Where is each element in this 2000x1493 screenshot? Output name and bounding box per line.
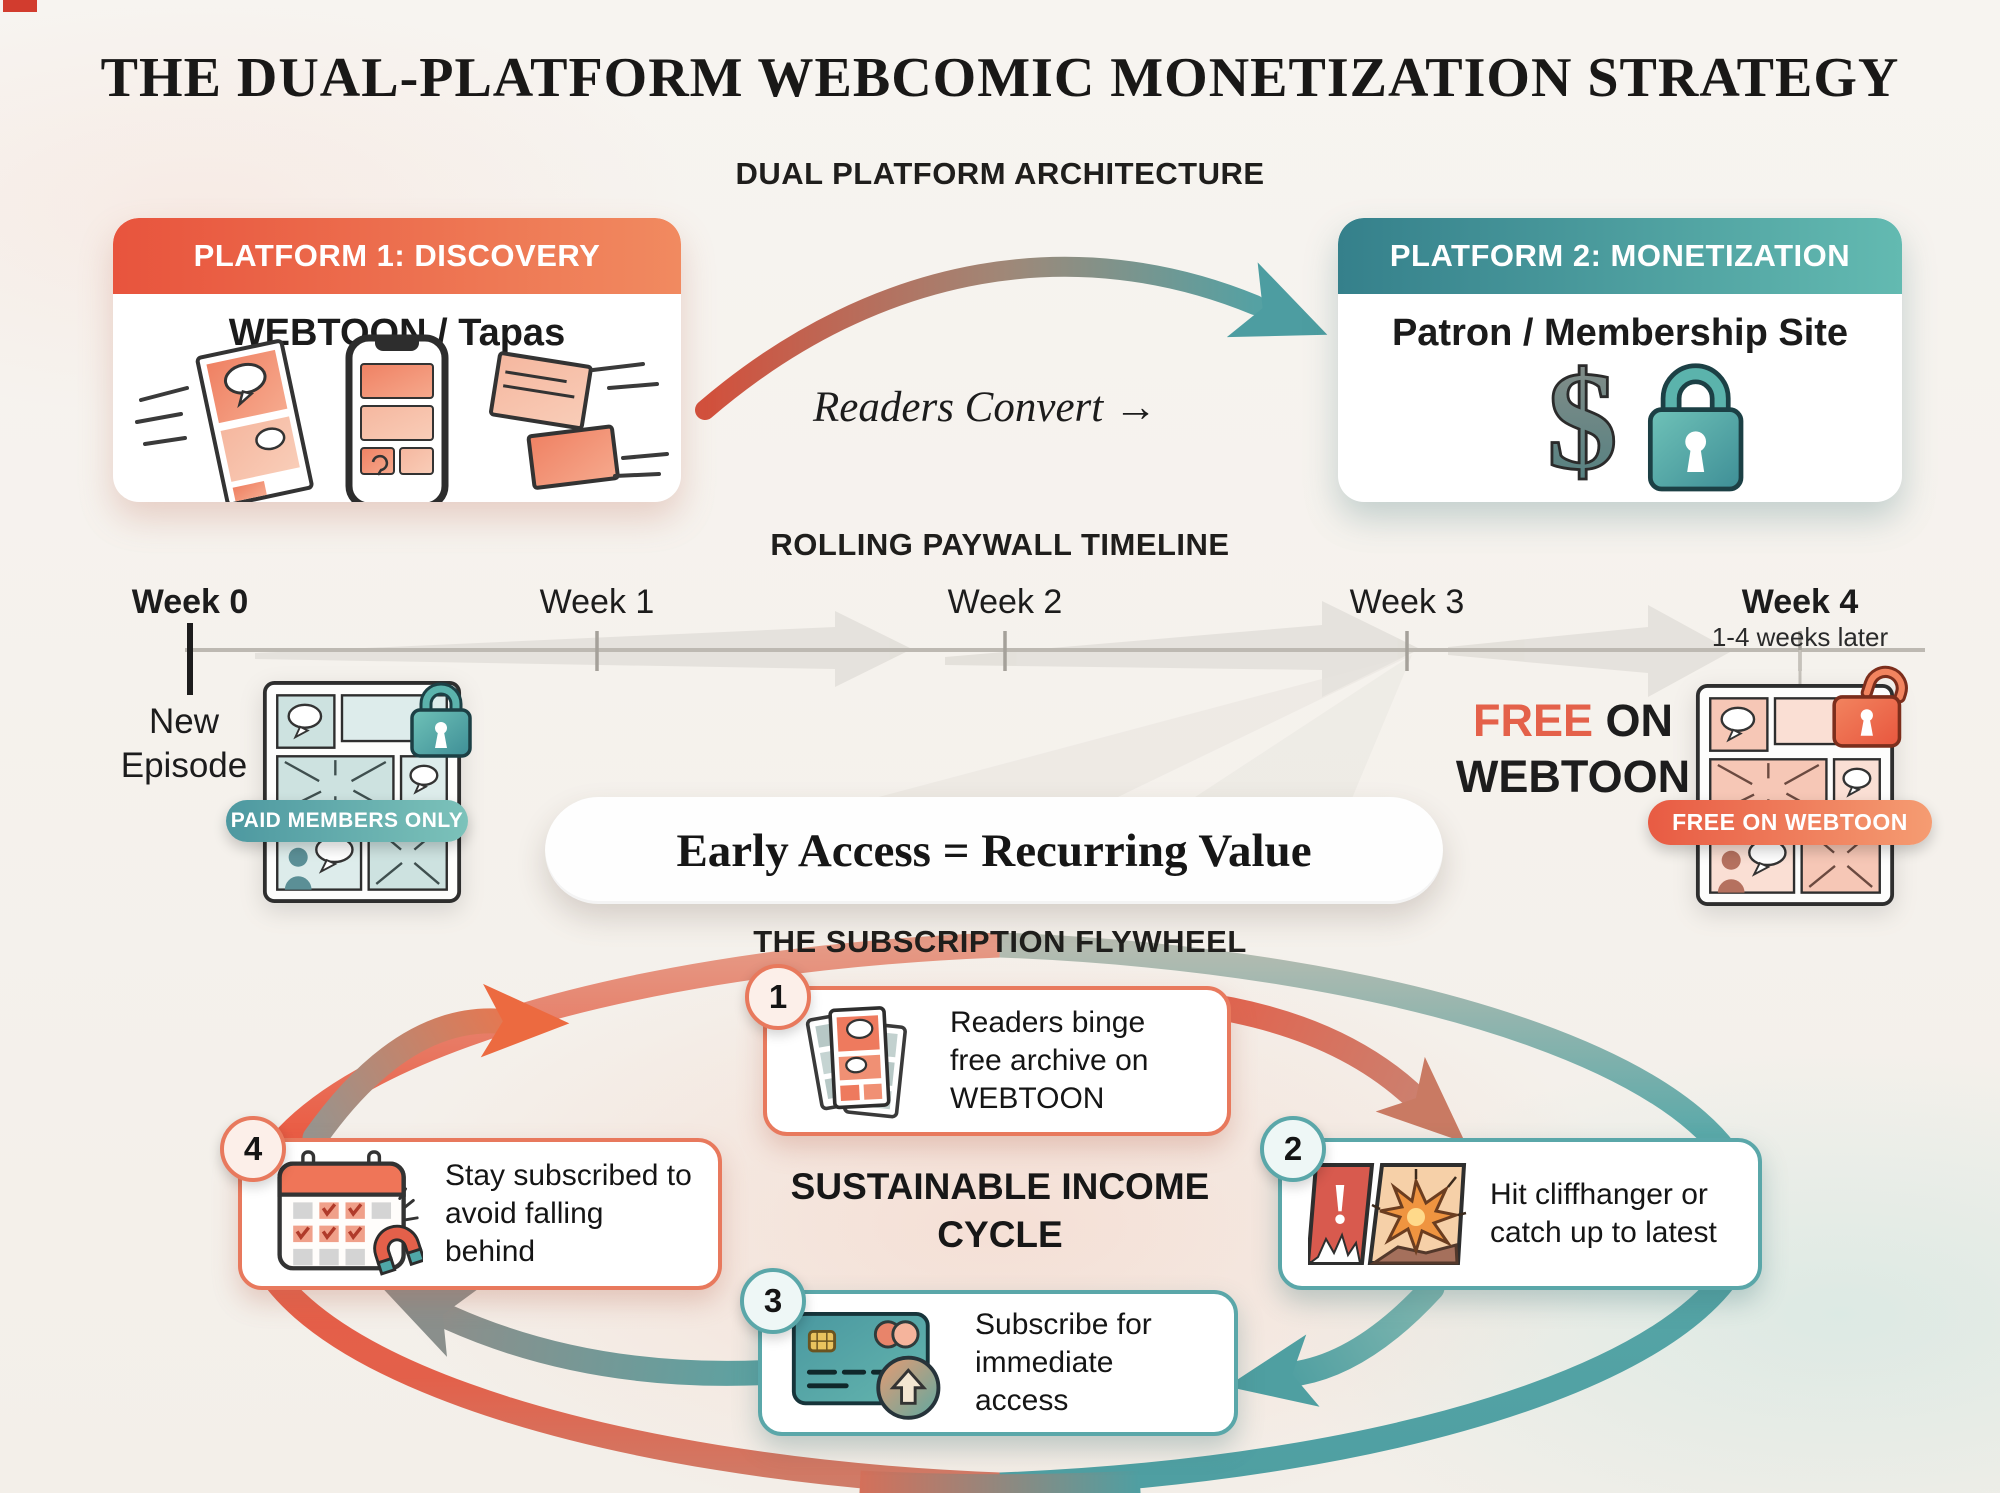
open-lock-icon bbox=[1832, 665, 1908, 748]
speed-lines-icon bbox=[135, 386, 189, 446]
cliffhanger-panels-icon: ! bbox=[1308, 1163, 1467, 1265]
free-rest-text: ON bbox=[1593, 695, 1674, 746]
free-on-webtoon-caption: FREE ON WEBTOON bbox=[1448, 693, 1698, 806]
flywheel-heading: THE SUBSCRIPTION FLYWHEEL bbox=[753, 924, 1247, 959]
timeline-heading: ROLLING PAYWALL TIMELINE bbox=[770, 527, 1230, 562]
convert-label: Readers Convert → bbox=[813, 384, 1157, 431]
closed-lock-icon bbox=[410, 682, 472, 758]
step-4-number-badge: 4 bbox=[220, 1116, 286, 1182]
flywheel-step-1-card: 1 Readers binge free archive on WEBTOON bbox=[745, 964, 1231, 1136]
flywheel-step-4-card: 4 bbox=[220, 1116, 722, 1290]
week2-label: Week 2 bbox=[947, 583, 1063, 621]
timeline-axis bbox=[185, 601, 1925, 827]
phone-icon bbox=[345, 334, 449, 502]
week3-label: Week 3 bbox=[1349, 583, 1465, 621]
dollar-icon: $ bbox=[1547, 342, 1618, 499]
step-2-number-badge: 2 bbox=[1260, 1116, 1326, 1182]
step-3-text: Subscribe for immediate access bbox=[975, 1307, 1152, 1418]
timeline-fan-icon bbox=[830, 655, 1412, 827]
new-episode-label: New Episode bbox=[120, 702, 248, 785]
paid-members-badge: PAID MEMBERS ONLY bbox=[226, 800, 468, 842]
platform2-card: PLATFORM 2: MONETIZATION Patron / Member… bbox=[1338, 218, 1902, 502]
arrow-step3-to-step4-icon bbox=[382, 1287, 805, 1386]
platform2-subtitle: Patron / Membership Site bbox=[1391, 312, 1849, 354]
webtoon-comics-illustration-icon bbox=[135, 334, 669, 502]
flywheel-step-2-card: 2 ! Hit cliffhanger or catch up to lates… bbox=[1260, 1116, 1762, 1290]
corner-artifact bbox=[3, 0, 37, 12]
page-title: THE DUAL-PLATFORM WEBCOMIC MONETIZATION … bbox=[100, 47, 1900, 109]
tilted-comic-page-icon bbox=[195, 339, 314, 502]
architecture-heading: DUAL PLATFORM ARCHITECTURE bbox=[735, 156, 1265, 191]
week4-sublabel: 1-4 weeks later bbox=[1711, 622, 1889, 652]
arrow-step2-to-step3-icon bbox=[1226, 1275, 1445, 1407]
free-line2-text: WEBTOON bbox=[1455, 751, 1691, 803]
calendar-magnet-icon bbox=[277, 1150, 423, 1276]
step-4-text: Stay subscribed to avoid falling behind bbox=[445, 1158, 692, 1269]
platform1-header: PLATFORM 1: DISCOVERY bbox=[113, 218, 681, 294]
step-1-text: Readers binge free archive on WEBTOON bbox=[950, 1005, 1149, 1116]
comic-pages-stack-icon bbox=[805, 1006, 907, 1119]
platform1-card: PLATFORM 1: DISCOVERY WEBTOON / Tapas bbox=[113, 218, 681, 502]
exclamation-glyph: ! bbox=[1330, 1171, 1349, 1236]
credit-card-icon bbox=[791, 1312, 941, 1420]
flywheel-ellipse-bottom-blend bbox=[859, 1470, 1141, 1493]
flying-panels-icon bbox=[489, 351, 669, 490]
convert-arrow-icon bbox=[695, 256, 1328, 420]
flywheel-step-3-card: 3 Subscribe for immediate access bbox=[740, 1268, 1238, 1436]
early-access-banner: Early Access = Recurring Value bbox=[545, 797, 1443, 904]
week0-label: Week 0 bbox=[131, 583, 249, 621]
platform2-header: PLATFORM 2: MONETIZATION bbox=[1338, 218, 1902, 294]
free-accent-text: FREE bbox=[1472, 695, 1593, 746]
step-2-text: Hit cliffhanger or catch up to latest bbox=[1490, 1177, 1717, 1249]
free-on-webtoon-badge: FREE ON WEBTOON bbox=[1648, 800, 1932, 845]
lock-icon bbox=[1647, 363, 1744, 492]
step-1-number-badge: 1 bbox=[745, 964, 811, 1030]
flywheel-center-label: SUSTAINABLE INCOME CYCLE bbox=[790, 1166, 1210, 1256]
arrow-step4-to-step1-icon bbox=[302, 983, 570, 1151]
monetization-icons: $ bbox=[1546, 341, 1744, 501]
step-3-number-badge: 3 bbox=[740, 1268, 806, 1334]
week1-label: Week 1 bbox=[539, 583, 655, 621]
week4-label: Week 4 bbox=[1741, 583, 1859, 621]
